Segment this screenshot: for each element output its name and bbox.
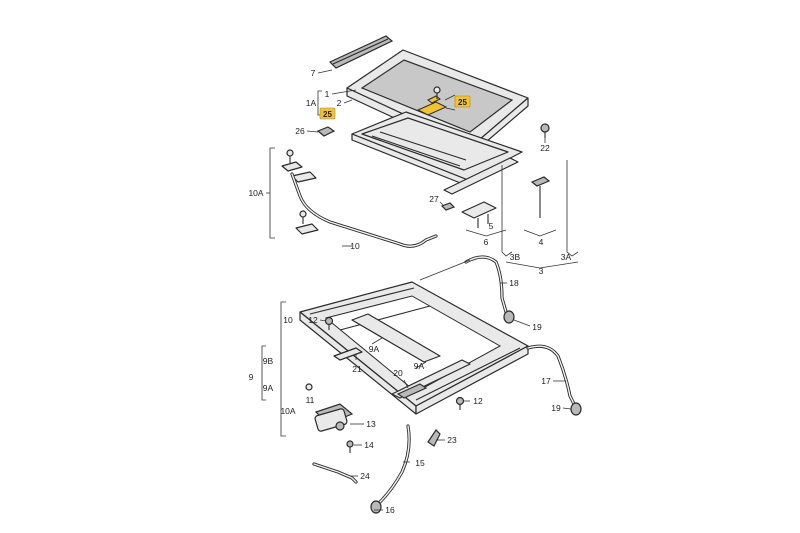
label-6: 6 (484, 237, 489, 247)
part-10-deflector-arm (290, 172, 438, 248)
label-27: 27 (429, 194, 439, 204)
label-13: 13 (366, 419, 376, 429)
label-12-b: 12 (473, 396, 483, 406)
label-18: 18 (509, 278, 519, 288)
label-24: 24 (360, 471, 370, 481)
label-20: 20 (393, 368, 403, 378)
label-19-a: 19 (532, 322, 542, 332)
label-19-b: 19 (551, 403, 561, 413)
part-5-6-guide (461, 201, 497, 228)
part-4-bracket (530, 176, 551, 218)
part-23-bracket (427, 429, 441, 447)
highlight-25-right: 25 (454, 95, 471, 108)
part-20 (396, 383, 428, 399)
highlight-25-left: 25 (319, 107, 336, 120)
label-22: 22 (540, 143, 550, 153)
label-14: 14 (364, 440, 374, 450)
part-labels: 7 1 1A 2 26 22 10A 10 27 5 6 4 3B 3 3A 1… (248, 68, 571, 515)
label-17: 17 (541, 376, 551, 386)
part-27-clip (440, 202, 456, 211)
label-15: 15 (415, 458, 425, 468)
label-23: 23 (447, 435, 457, 445)
part-12-screws (324, 316, 465, 410)
label-9A-b: 9A (414, 361, 425, 371)
label-10-mid: 10 (283, 315, 293, 325)
label-5: 5 (489, 221, 494, 231)
label-2: 2 (337, 98, 342, 108)
part-10A-brackets-upper (281, 149, 319, 235)
label-3: 3 (539, 266, 544, 276)
label-12-a: 12 (308, 315, 318, 325)
svg-text:25: 25 (458, 98, 467, 107)
label-4: 4 (539, 237, 544, 247)
leader-lines (306, 69, 572, 511)
drain-hose-rear-right (526, 344, 582, 416)
highlighted-clip-part (416, 86, 448, 116)
label-3B: 3B (510, 252, 521, 262)
drain-hose-front-right (464, 255, 515, 324)
label-7: 7 (311, 68, 316, 78)
label-1A: 1A (306, 98, 317, 108)
label-10A-top: 10A (248, 188, 263, 198)
label-9: 9 (249, 372, 254, 382)
svg-text:25: 25 (323, 110, 332, 119)
label-10-top: 10 (350, 241, 360, 251)
grouping-braces (261, 90, 579, 437)
label-10A-mid: 10A (280, 406, 295, 416)
label-9B: 9B (263, 356, 274, 366)
label-1: 1 (325, 89, 330, 99)
label-9A-a: 9A (369, 344, 380, 354)
label-21: 21 (352, 364, 362, 374)
part-22-screw (540, 123, 550, 138)
rear-panel-strip (443, 157, 519, 195)
part-13-motor (314, 403, 354, 432)
drain-hose-rear-left (370, 424, 411, 514)
part-14-screw (346, 440, 354, 453)
part-7-seal-strip (328, 35, 394, 69)
label-11: 11 (306, 395, 315, 405)
label-9A-side: 9A (263, 383, 274, 393)
part-24-bracket (312, 462, 358, 484)
label-16: 16 (385, 505, 395, 515)
label-26: 26 (295, 126, 305, 136)
label-3A: 3A (561, 252, 572, 262)
part-26-cap (316, 126, 336, 137)
part-11 (305, 383, 313, 391)
